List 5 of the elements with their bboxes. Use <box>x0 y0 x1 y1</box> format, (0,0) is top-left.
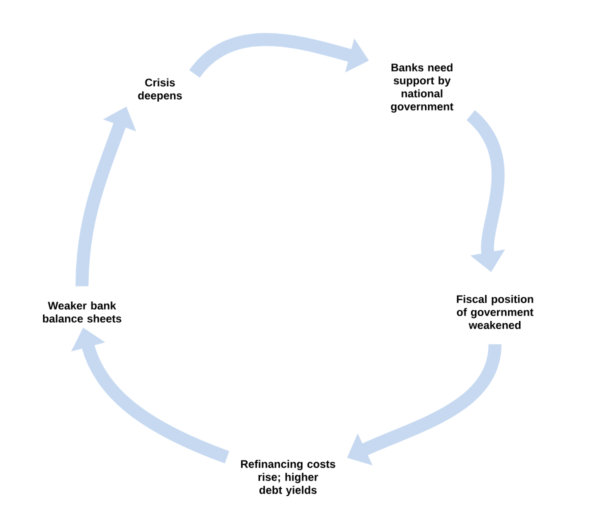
cycle-step-text: Refinancing costs rise; higher debt yields <box>241 460 336 496</box>
cycle-step-text: Fiscal position of government weakened <box>456 294 534 330</box>
cycle-step-text: Banks need support by national government <box>390 63 454 113</box>
cycle-step-text: Weaker bank balance sheets <box>42 301 122 323</box>
cycle-step-text: Crisis deepens <box>138 78 182 102</box>
